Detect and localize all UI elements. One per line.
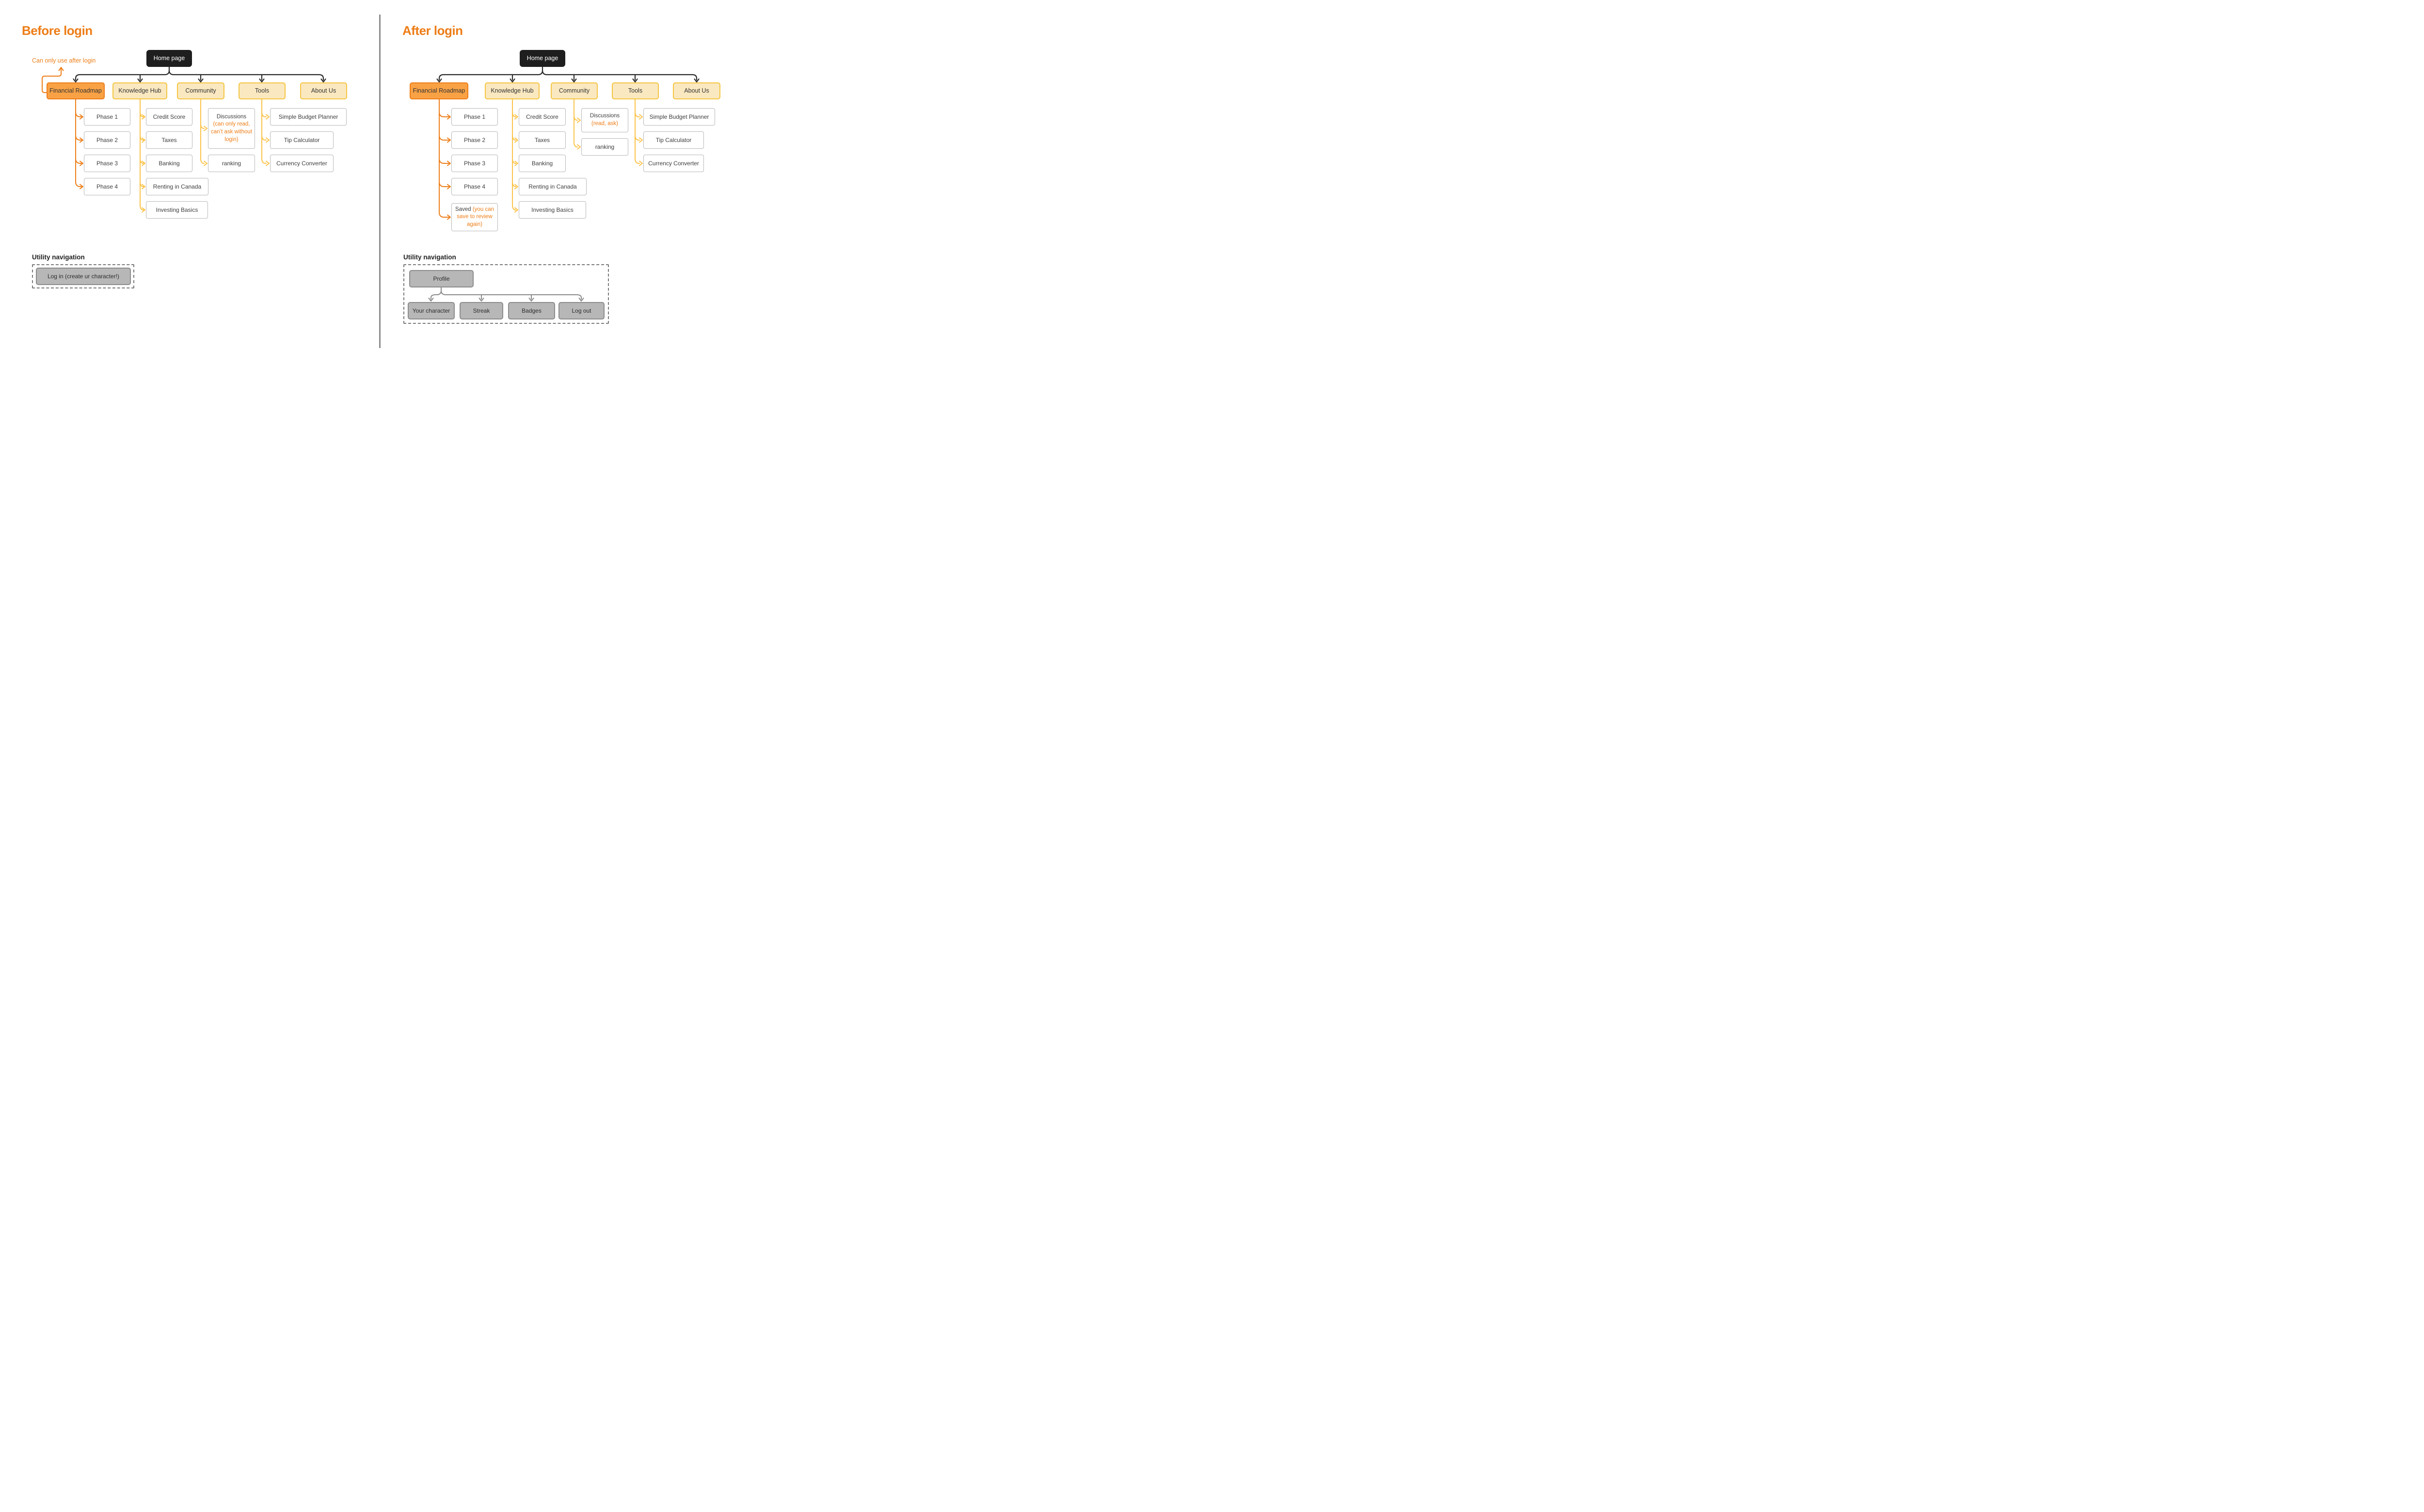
node-about-us-after[interactable]: About Us xyxy=(673,82,720,99)
connector-group-home-before xyxy=(73,66,326,83)
node-ranking-after[interactable]: ranking xyxy=(581,138,628,156)
after-login-title: After login xyxy=(402,23,463,38)
node-ranking-before[interactable]: ranking xyxy=(208,155,255,172)
node-simple-budget-planner-before[interactable]: Simple Budget Planner xyxy=(270,108,347,126)
connector-group-home-after xyxy=(436,66,700,83)
logout-button[interactable]: Log out xyxy=(558,302,605,319)
node-phase-1-before[interactable]: Phase 1 xyxy=(84,108,130,126)
node-investing-basics-before[interactable]: Investing Basics xyxy=(146,201,208,219)
login-button[interactable]: Log in (create ur character!) xyxy=(36,268,131,285)
node-phase-3-after[interactable]: Phase 3 xyxy=(451,155,498,172)
node-currency-converter-before[interactable]: Currency Converter xyxy=(270,155,334,172)
node-renting-in-canada-before[interactable]: Renting in Canada xyxy=(146,178,208,195)
profile-button[interactable]: Profile xyxy=(409,270,474,287)
badges-button[interactable]: Badges xyxy=(508,302,555,319)
node-community-before[interactable]: Community xyxy=(177,82,224,99)
connector-group-orange-after xyxy=(439,99,451,220)
streak-button[interactable]: Streak xyxy=(460,302,503,319)
node-discussions-before[interactable]: Discussions (can only read, can’t ask wi… xyxy=(208,108,255,149)
node-tools-after[interactable]: Tools xyxy=(612,82,659,99)
node-tip-calculator-after[interactable]: Tip Calculator xyxy=(643,131,704,149)
node-credit-score-before[interactable]: Credit Score xyxy=(146,108,192,126)
node-phase-2-after[interactable]: Phase 2 xyxy=(451,131,498,149)
node-banking-after[interactable]: Banking xyxy=(519,155,566,172)
node-currency-converter-after[interactable]: Currency Converter xyxy=(643,155,704,172)
node-knowledge-hub-before[interactable]: Knowledge Hub xyxy=(112,82,167,99)
utility-navigation-heading-after: Utility navigation xyxy=(403,254,456,261)
node-discussions-after[interactable]: Discussions (read, ask) xyxy=(581,108,628,132)
node-phase-1-after[interactable]: Phase 1 xyxy=(451,108,498,126)
node-investing-basics-after[interactable]: Investing Basics xyxy=(519,201,586,219)
annotation-can-only-use-after-login: Can only use after login xyxy=(32,57,96,64)
node-phase-4-before[interactable]: Phase 4 xyxy=(84,178,130,195)
section-divider xyxy=(379,15,381,348)
node-home-page-after[interactable]: Home page xyxy=(520,50,565,67)
node-phase-3-before[interactable]: Phase 3 xyxy=(84,155,130,172)
node-phase-2-before[interactable]: Phase 2 xyxy=(84,131,130,149)
saved-note: (you can save to review again) xyxy=(457,206,494,227)
node-home-page-before[interactable]: Home page xyxy=(146,50,192,67)
node-financial-roadmap-before[interactable]: Financial Roadmap xyxy=(47,82,105,99)
utility-navigation-heading-before: Utility navigation xyxy=(32,254,85,261)
sitemap-diagram: Before login Can only use after login Ho… xyxy=(0,0,803,378)
node-saved-after[interactable]: Saved (you can save to review again) xyxy=(451,203,498,231)
utility-container-after xyxy=(403,264,609,324)
discussions-label: Discussions xyxy=(216,113,247,120)
discussions-note: (can only read, can’t ask without login) xyxy=(211,121,253,143)
node-taxes-before[interactable]: Taxes xyxy=(146,131,192,149)
your-character-button[interactable]: Your character xyxy=(408,302,455,319)
node-simple-budget-planner-after[interactable]: Simple Budget Planner xyxy=(643,108,715,126)
node-community-after[interactable]: Community xyxy=(551,82,598,99)
node-financial-roadmap-after[interactable]: Financial Roadmap xyxy=(410,82,468,99)
node-tools-before[interactable]: Tools xyxy=(239,82,286,99)
node-phase-4-after[interactable]: Phase 4 xyxy=(451,178,498,195)
node-taxes-after[interactable]: Taxes xyxy=(519,131,566,149)
saved-label: Saved xyxy=(455,206,471,212)
node-tip-calculator-before[interactable]: Tip Calculator xyxy=(270,131,334,149)
node-about-us-before[interactable]: About Us xyxy=(300,82,347,99)
node-renting-in-canada-after[interactable]: Renting in Canada xyxy=(519,178,587,195)
node-banking-before[interactable]: Banking xyxy=(146,155,192,172)
node-knowledge-hub-after[interactable]: Knowledge Hub xyxy=(485,82,540,99)
before-login-title: Before login xyxy=(22,23,93,38)
utility-container-before xyxy=(32,264,134,288)
discussions-note: (read, ask) xyxy=(591,121,618,127)
discussions-label: Discussions xyxy=(590,113,620,119)
node-credit-score-after[interactable]: Credit Score xyxy=(519,108,566,126)
